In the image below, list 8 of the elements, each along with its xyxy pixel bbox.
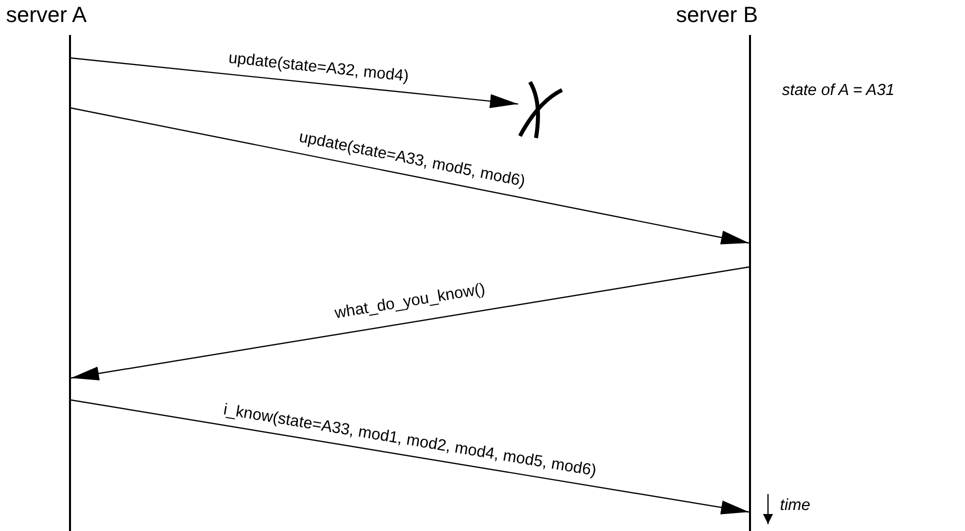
participant-name: server B	[676, 2, 758, 28]
participant-name: server A	[6, 2, 87, 28]
message-arrow	[70, 107, 750, 244]
time-label: time	[780, 497, 810, 515]
message-arrow	[70, 399, 750, 514]
message-arrow	[70, 266, 750, 380]
state-note: state of A = A31	[782, 82, 895, 100]
message-arrow	[70, 57, 518, 108]
